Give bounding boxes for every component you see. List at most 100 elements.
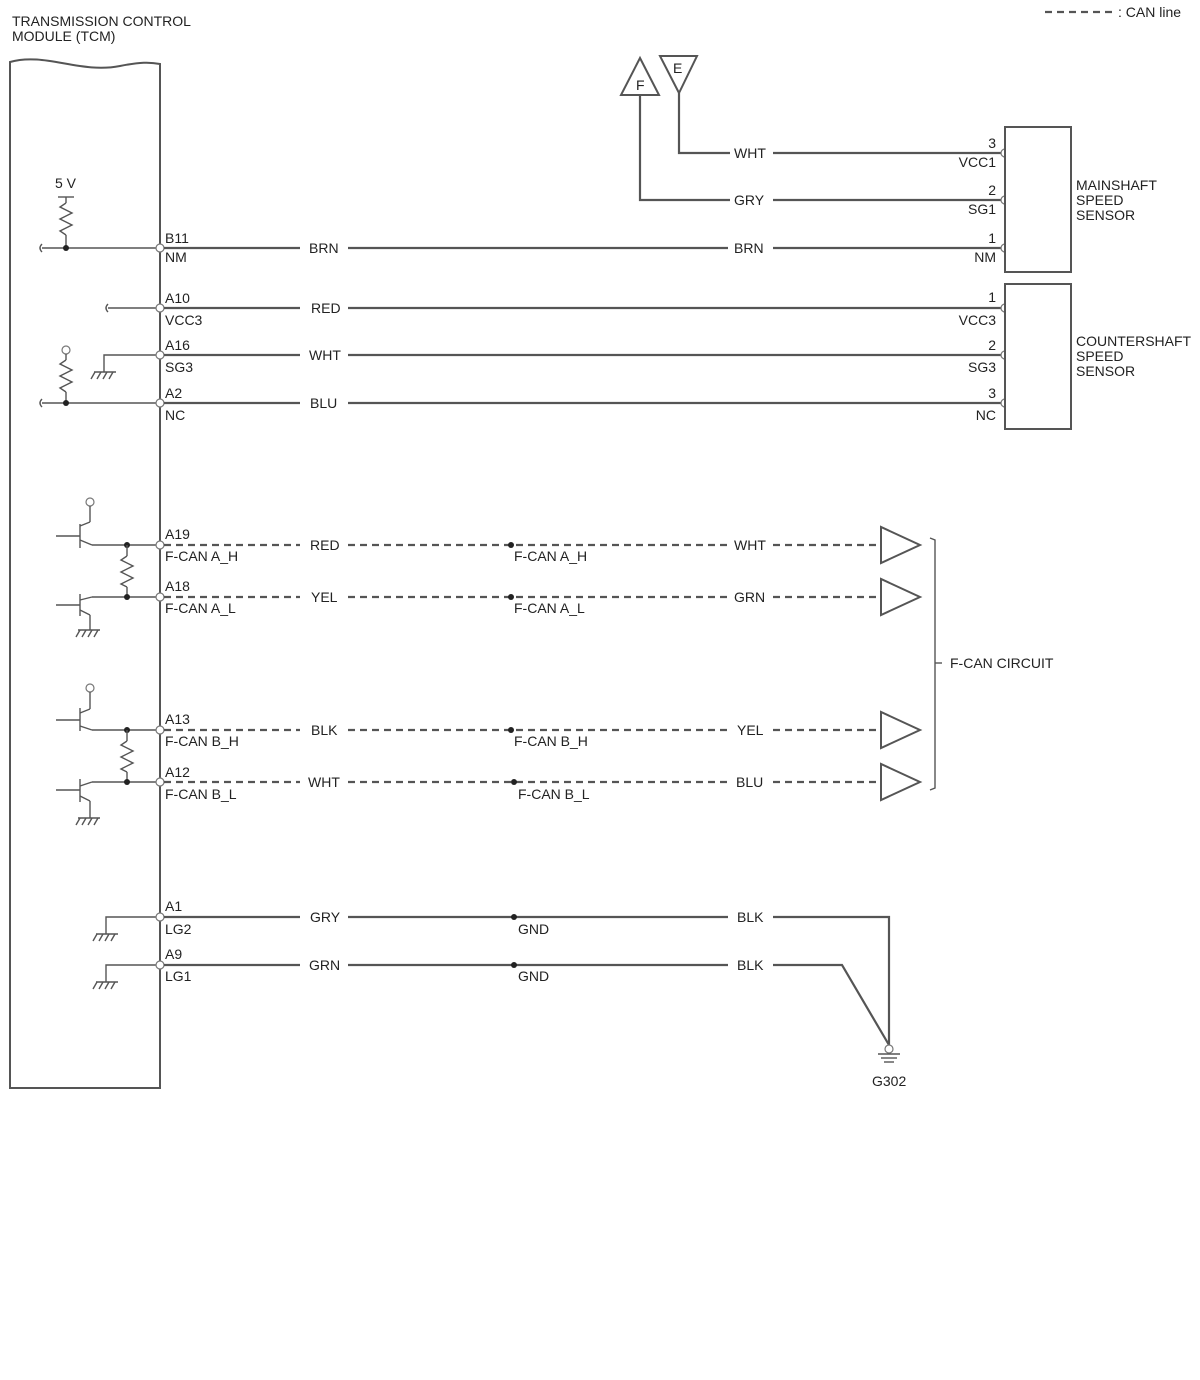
wire-b11-nm: B11 NM BRN BRN 1 NM [155, 230, 1010, 265]
tcm-title-line1: TRANSMISSION CONTROL [12, 13, 191, 29]
sensor-pin-signal: SG1 [968, 201, 996, 217]
connector-e-label: E [673, 60, 682, 76]
resistor-icon [58, 359, 74, 393]
tcm-pin-number: A13 [165, 711, 190, 727]
sensor-pin-signal: VCC1 [959, 154, 997, 170]
supply-label: 5 V [55, 175, 77, 191]
wire-color-label: GRN [309, 957, 340, 973]
can-line-a18: A18 F-CAN A_L YEL F-CAN A_L GRN [155, 577, 923, 617]
tcm-pin-number: A9 [165, 946, 182, 962]
wire-color-label: WHT [734, 145, 766, 161]
sensor-pin-signal: NM [974, 249, 996, 265]
tcm-pin-signal: VCC3 [165, 312, 203, 328]
tcm-pin-signal: NC [165, 407, 185, 423]
wire-color-label: WHT [734, 537, 766, 553]
connector-e-triangle-icon [658, 55, 699, 96]
sensor-name-line2: SPEED [1076, 348, 1123, 364]
gnd-line-a9: A9 LG1 GRN GND BLK [155, 946, 890, 1046]
tcm-pin-number: A10 [165, 290, 190, 306]
wire-color-label: RED [310, 537, 340, 553]
sg3-internal-ground [90, 354, 160, 380]
sensor-pin-number: 2 [988, 337, 996, 353]
splice-label: GND [518, 921, 549, 937]
nm-pullup-circuit: 5 V [39, 175, 160, 253]
ground-icon [884, 1044, 894, 1054]
wire-color-label: BLU [736, 774, 763, 790]
mainshaft-wire-vcc1: WHT 3 VCC1 [734, 135, 1010, 170]
tcm-pin-number: A19 [165, 526, 190, 542]
sensor-name-line3: SENSOR [1076, 207, 1135, 223]
tcm-pin-number: A12 [165, 764, 190, 780]
sensor-pin-signal: SG3 [968, 359, 996, 375]
tcm-pin-signal: LG1 [165, 968, 192, 984]
mainshaft-speed-sensor: MAINSHAFT SPEED SENSOR [1004, 126, 1157, 273]
sensor-pin-number: 1 [988, 230, 996, 246]
connector-f-label: F [636, 77, 645, 93]
resistor-icon [119, 740, 135, 773]
wire-color-label: BLK [311, 722, 338, 738]
sensor-name-line2: SPEED [1076, 192, 1123, 208]
tcm-pin-number: A1 [165, 898, 182, 914]
fcan-circuit-bracket: F-CAN CIRCUIT [929, 537, 1054, 791]
lg-internal-grounds [92, 916, 160, 990]
wire-color-label: BLK [737, 909, 764, 925]
wire-a10-vcc3: A10 VCC3 RED 1 VCC3 [155, 289, 1010, 328]
sensor-pin-signal: NC [976, 407, 996, 423]
nc-pullup-circuit [39, 345, 160, 408]
connection-arrow-icon [880, 710, 923, 750]
sensor-name-line3: SENSOR [1076, 363, 1135, 379]
connector-f: F [619, 55, 730, 202]
connection-arrow-icon [880, 525, 923, 565]
can-line-a12: A12 F-CAN B_L WHT F-CAN B_L BLU [155, 762, 923, 802]
tcm-title-line2: MODULE (TCM) [12, 28, 115, 44]
sensor-pin-number: 3 [988, 385, 996, 401]
can-a-transceiver [56, 497, 160, 638]
tcm-pin-signal: NM [165, 249, 187, 265]
tcm-pin-signal: F-CAN A_H [165, 548, 238, 564]
wire-color-label: YEL [737, 722, 764, 738]
resistor-icon [119, 555, 135, 588]
splice-label: GND [518, 968, 549, 984]
wire-color-label: RED [311, 300, 341, 316]
connection-arrow-icon [880, 762, 923, 802]
can-line-a13: A13 F-CAN B_H BLK F-CAN B_H YEL [155, 710, 923, 750]
fcan-circuit-label: F-CAN CIRCUIT [950, 655, 1054, 671]
wire-color-label: GRN [734, 589, 765, 605]
sensor-name-line1: MAINSHAFT [1076, 177, 1157, 193]
tcm-pin-signal: LG2 [165, 921, 192, 937]
tcm-pin-number: A16 [165, 337, 190, 353]
wire-color-label: GRY [734, 192, 765, 208]
tcm-pin-number: A2 [165, 385, 182, 401]
connection-arrow-icon [880, 577, 923, 617]
sensor-pin-signal: VCC3 [959, 312, 997, 328]
mainshaft-wire-sg1: GRY 2 SG1 [734, 182, 1010, 217]
tcm-pin-signal: F-CAN B_H [165, 733, 239, 749]
splice-label: F-CAN A_L [514, 600, 585, 616]
can-b-transceiver [56, 683, 160, 826]
countershaft-speed-sensor: COUNTERSHAFT SPEED SENSOR [1004, 283, 1192, 430]
tcm-pin-signal: F-CAN A_L [165, 600, 236, 616]
gnd-line-a1: A1 LG2 GRY GND BLK [155, 898, 891, 1045]
sensor-pin-number: 2 [988, 182, 996, 198]
splice-label: F-CAN A_H [514, 548, 587, 564]
sensor-pin-number: 3 [988, 135, 996, 151]
ground-g302: G302 [872, 1044, 906, 1089]
vcc3-internal [105, 303, 160, 313]
ground-label: G302 [872, 1073, 906, 1089]
legend-label: : CAN line [1118, 4, 1181, 20]
tcm-pin-signal: SG3 [165, 359, 193, 375]
tcm-pin-signal: F-CAN B_L [165, 786, 237, 802]
wire-a2-nc: A2 NC BLU 3 NC [155, 385, 1010, 423]
wire-color-label: BLK [737, 957, 764, 973]
wire-color-label: BRN [309, 240, 339, 256]
tcm-pin-number: A18 [165, 578, 190, 594]
splice-label: F-CAN B_L [518, 786, 590, 802]
wire-color-label: BRN [734, 240, 764, 256]
wire-color-label: GRY [310, 909, 341, 925]
wire-a16-sg3: A16 SG3 WHT 2 SG3 [155, 337, 1010, 375]
can-line-a19: A19 F-CAN A_H RED F-CAN A_H WHT [155, 525, 923, 565]
sensor-pin-number: 1 [988, 289, 996, 305]
wire-color-label: WHT [309, 347, 341, 363]
splice-label: F-CAN B_H [514, 733, 588, 749]
